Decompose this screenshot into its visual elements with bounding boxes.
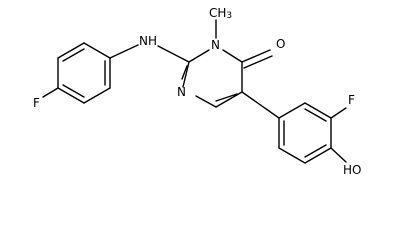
bond xyxy=(109,44,139,59)
bond xyxy=(222,49,243,63)
bond xyxy=(62,48,85,62)
carbonyl-oxygen-label: O xyxy=(276,37,285,51)
bond xyxy=(330,107,347,119)
methyl-subscript: 3 xyxy=(226,11,232,21)
bond xyxy=(330,147,347,163)
bond xyxy=(304,147,332,164)
bond xyxy=(241,91,280,119)
bond xyxy=(278,147,306,164)
bond xyxy=(181,65,188,80)
nh-label: NH xyxy=(139,34,157,48)
bond xyxy=(215,91,243,108)
bond xyxy=(57,42,85,59)
bonds xyxy=(42,19,347,164)
bond xyxy=(195,95,217,108)
hydroxyl-label: HO xyxy=(343,163,361,177)
bond xyxy=(188,49,210,63)
bond xyxy=(62,84,85,98)
bond xyxy=(42,87,59,98)
methyl-text: CH xyxy=(209,6,226,20)
bond xyxy=(83,42,111,59)
bond xyxy=(215,93,238,102)
atom-labels: NH N N CH3 O F F HO xyxy=(33,6,361,177)
bond xyxy=(83,87,111,104)
bond xyxy=(304,102,332,119)
right-fluorine-label: F xyxy=(348,93,355,107)
bond xyxy=(278,102,306,119)
bond xyxy=(241,49,271,63)
left-fluorine-label: F xyxy=(33,96,40,110)
ring-nitrogen-label: N xyxy=(177,85,186,99)
bond xyxy=(182,61,190,88)
chemical-structure: NH N N CH3 O F F HO xyxy=(33,6,361,177)
bond xyxy=(304,144,327,158)
bond xyxy=(57,87,85,104)
methyl-label: CH3 xyxy=(209,6,232,21)
bond xyxy=(304,108,327,122)
bond xyxy=(157,45,190,63)
methyl-nitrogen-label: N xyxy=(211,38,220,52)
bond xyxy=(243,55,273,69)
